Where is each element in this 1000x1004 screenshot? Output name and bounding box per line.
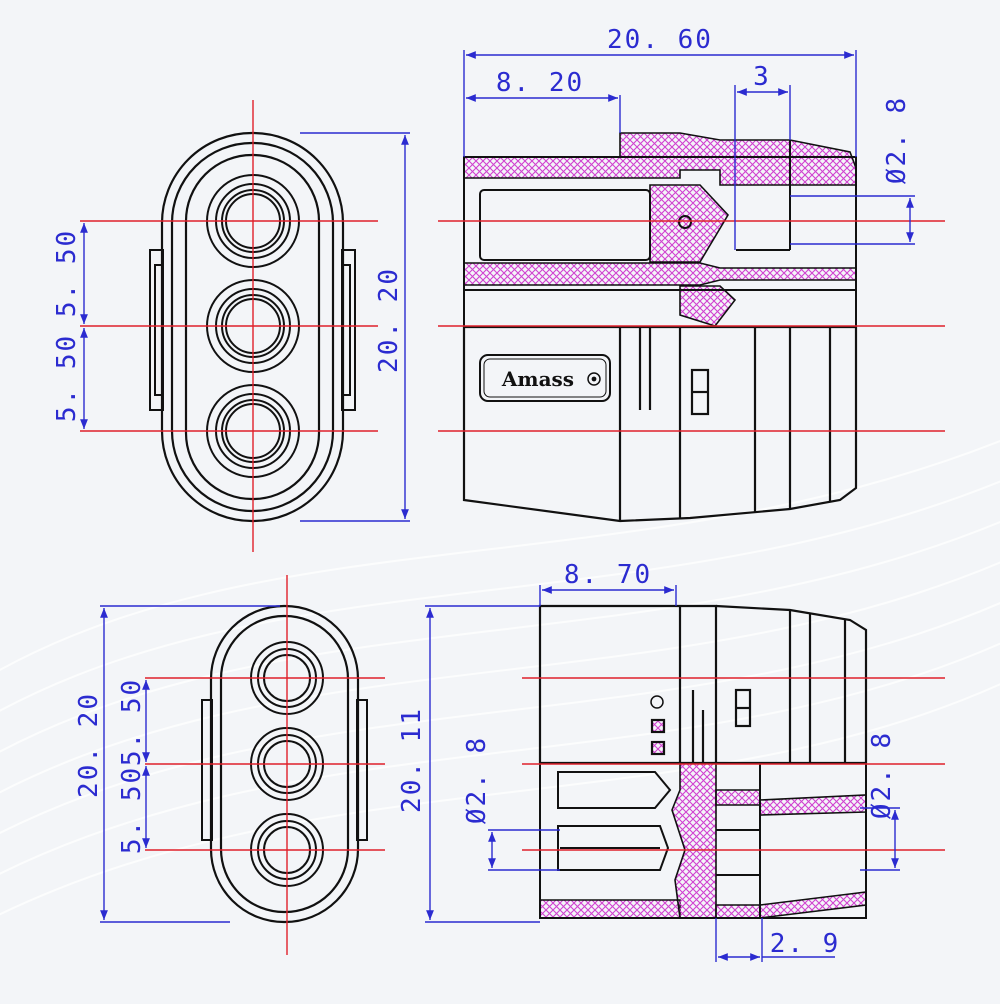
bottom-front-view: 20. 20 5. 50 5. 50 bbox=[74, 575, 385, 955]
background-decoration bbox=[0, 439, 1000, 916]
top-front-view: 5. 50 5. 50 20. 20 bbox=[52, 100, 410, 552]
brand-logo-text: Amass bbox=[501, 367, 574, 391]
dimension-bottom-front-height: 20. 20 bbox=[74, 692, 104, 798]
dimension-bottom-side-pin-diameter-left: Ø2. 8 bbox=[462, 736, 492, 824]
dimension-lines bbox=[100, 605, 280, 923]
hatched-section bbox=[463, 132, 857, 327]
dimension-top-side-length-a: 8. 20 bbox=[496, 68, 584, 98]
side-latch-left bbox=[149, 249, 164, 411]
dimension-top-side-pin-diameter: Ø2. 8 bbox=[882, 96, 912, 184]
side-latch-left bbox=[201, 699, 213, 841]
hatched-section bbox=[539, 762, 867, 919]
section-outline bbox=[539, 762, 867, 919]
dimension-bottom-side-length: 8. 70 bbox=[564, 560, 652, 590]
dimension-bottom-side-height: 20. 11 bbox=[397, 707, 427, 813]
bottom-side-view: 8. 70 20. 11 Ø2. 8 Ø2. 8 2. 9 bbox=[397, 560, 945, 962]
side-latch-right bbox=[341, 249, 356, 411]
dimension-top-side-length-b: 3 bbox=[753, 62, 771, 92]
centerlines bbox=[145, 575, 385, 955]
dimension-top-side-total-length: 20. 60 bbox=[607, 25, 713, 55]
dimension-lines bbox=[425, 585, 900, 962]
brand-label: Amass bbox=[479, 354, 611, 402]
dimension-top-front-pitch-1: 5. 50 bbox=[52, 229, 82, 317]
dimension-top-front-pitch-2: 5. 50 bbox=[52, 334, 82, 422]
top-side-view: Amass 20. 60 8. 20 3 Ø2. 8 bbox=[438, 25, 945, 523]
dimension-bottom-front-pitch-1: 5. 50 bbox=[117, 678, 147, 766]
dimension-lines bbox=[463, 50, 915, 250]
centerlines bbox=[438, 220, 945, 432]
body-outline bbox=[462, 325, 858, 523]
side-latch-right bbox=[356, 699, 368, 841]
dimension-top-front-height: 20. 20 bbox=[374, 267, 404, 373]
centerlines bbox=[80, 100, 378, 552]
dimension-bottom-side-offset: 2. 9 bbox=[770, 929, 841, 959]
centerlines bbox=[522, 677, 945, 851]
dimension-bottom-side-pin-diameter-right: Ø2. 8 bbox=[867, 731, 897, 819]
dimension-bottom-front-pitch-2: 5. 50 bbox=[117, 766, 147, 854]
dimension-lines bbox=[80, 132, 410, 522]
